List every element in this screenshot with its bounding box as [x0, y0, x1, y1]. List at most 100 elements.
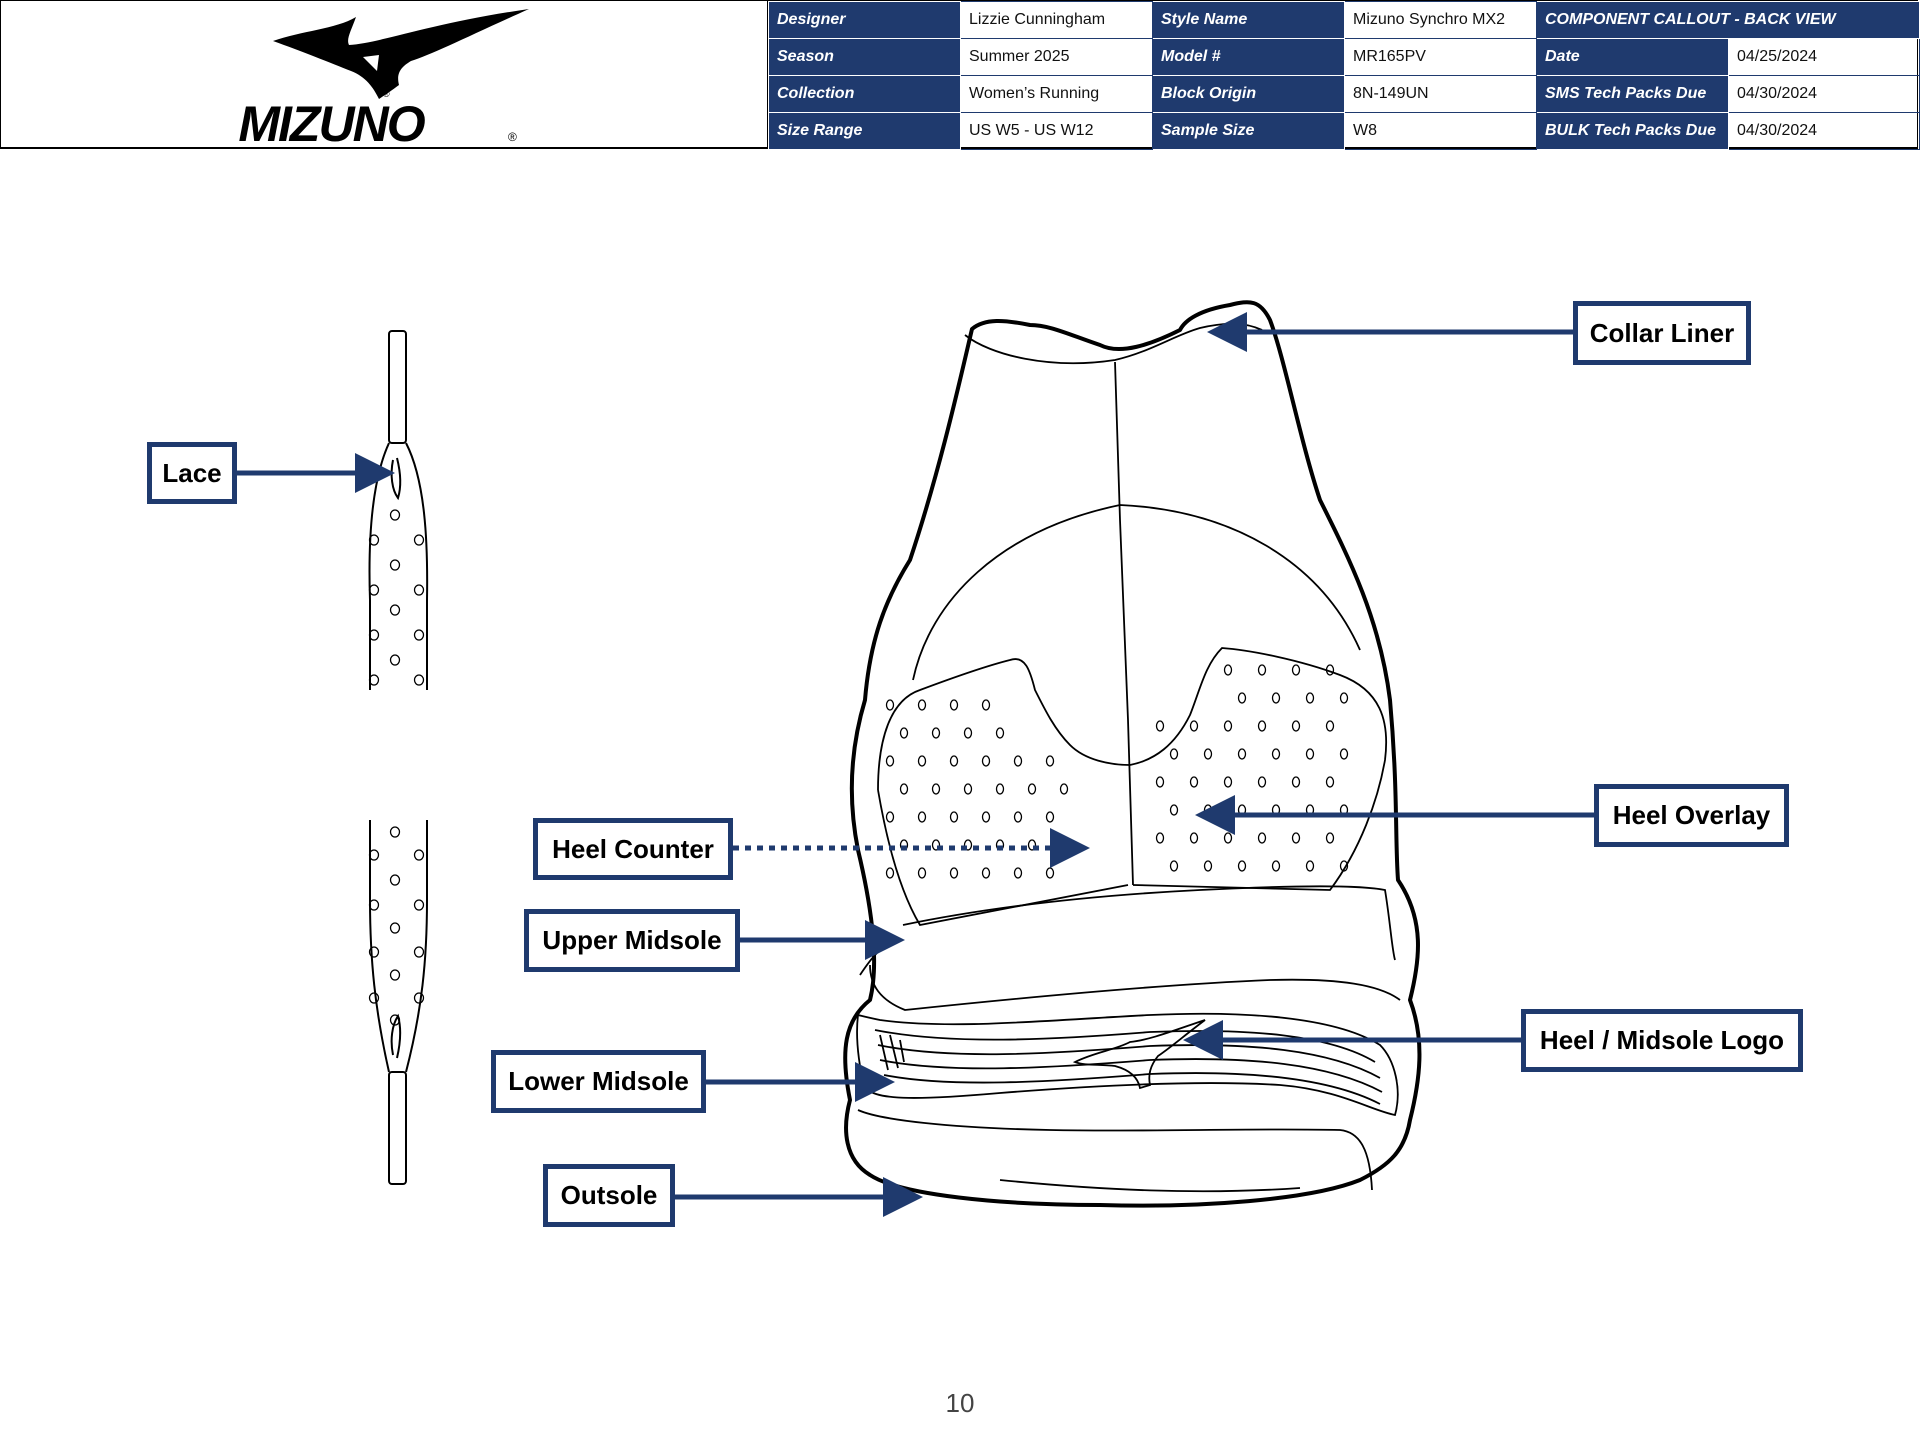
lace-eyelet: [413, 946, 425, 958]
model-label: Model #: [1152, 38, 1345, 76]
spec-row: Collection Women’s Running Block Origin …: [768, 75, 1920, 113]
lace-eyelet: [389, 509, 401, 521]
heel-perforation: [1291, 720, 1301, 732]
shoe-detail-lines: [856, 322, 1401, 1193]
heel-perforation: [1155, 832, 1165, 844]
heel-perforation: [1237, 692, 1247, 704]
heel-perforation: [1189, 776, 1199, 788]
spec-table: Designer Lizzie Cunningham Style Name Mi…: [768, 1, 1920, 150]
callout-collar-liner: Collar Liner: [1573, 301, 1751, 365]
spec-row: Size Range US W5 - US W12 Sample Size W8…: [768, 112, 1920, 150]
heel-perforation: [1223, 832, 1233, 844]
heel-perforation: [885, 867, 895, 879]
callout-upper-midsole: Upper Midsole: [524, 909, 740, 972]
heel-perforation: [885, 699, 895, 711]
heel-perforation: [1237, 748, 1247, 760]
svg-text:MIZUNO: MIZUNO: [238, 96, 425, 148]
heel-perforation: [981, 755, 991, 767]
svg-text:®: ®: [383, 89, 390, 99]
heel-perforation: [1013, 811, 1023, 823]
model-value: MR165PV: [1344, 38, 1537, 76]
style-name-label: Style Name: [1152, 1, 1345, 39]
heel-perforation: [885, 811, 895, 823]
callout-heel-overlay: Heel Overlay: [1594, 784, 1789, 847]
lace-eyelet: [413, 534, 425, 546]
heel-perforation: [1027, 839, 1037, 851]
date-label: Date: [1536, 38, 1729, 76]
season-value: Summer 2025: [960, 38, 1153, 76]
svg-text:®: ®: [508, 130, 517, 144]
heel-perforations: [885, 664, 1349, 879]
heel-perforation: [949, 699, 959, 711]
bulk-due-label: BULK Tech Packs Due: [1536, 112, 1729, 150]
spec-row: Season Summer 2025 Model # MR165PV Date …: [768, 38, 1920, 76]
heel-perforation: [917, 811, 927, 823]
heel-perforation: [1045, 811, 1055, 823]
lace-eyelet: [389, 604, 401, 616]
heel-perforation: [917, 755, 927, 767]
heel-perforation: [1291, 776, 1301, 788]
lace-eyelet: [413, 584, 425, 596]
mizuno-logo: ® MIZUNO ®: [238, 9, 529, 152]
lace-eyelet: [368, 674, 380, 686]
lace-eyelet: [368, 899, 380, 911]
lace-eyelet: [368, 849, 380, 861]
collection-label: Collection: [768, 75, 961, 113]
block-origin-value: 8N-149UN: [1344, 75, 1537, 113]
lace-drawing: [368, 330, 429, 1185]
callout-outsole: Outsole: [543, 1164, 675, 1227]
heel-perforation: [917, 699, 927, 711]
heel-perforation: [1271, 860, 1281, 872]
heel-perforation: [1203, 860, 1213, 872]
heel-perforation: [1291, 664, 1301, 676]
heel-perforation: [899, 727, 909, 739]
heel-perforation: [1339, 748, 1349, 760]
lace-eyelet: [368, 534, 380, 546]
callout-lower-midsole: Lower Midsole: [491, 1050, 706, 1113]
lace-eyelets: [368, 509, 425, 1026]
heel-perforation: [1155, 776, 1165, 788]
heel-perforation: [1045, 867, 1055, 879]
callout-lace: Lace: [147, 442, 237, 504]
page-number: 10: [945, 1388, 975, 1418]
heel-perforation: [949, 867, 959, 879]
shoe-outline: [843, 300, 1422, 1208]
heel-perforation: [995, 727, 1005, 739]
heel-perforation: [1257, 664, 1267, 676]
lace-eyelet: [413, 899, 425, 911]
callout-arrows: [236, 312, 1597, 1217]
size-range-label: Size Range: [768, 112, 961, 150]
heel-perforation: [949, 811, 959, 823]
heel-perforation: [1013, 867, 1023, 879]
heel-perforation: [1045, 755, 1055, 767]
lace-eyelet: [389, 559, 401, 571]
lace-eyelet: [389, 969, 401, 981]
lace-eyelet: [413, 629, 425, 641]
callout-heel-counter: Heel Counter: [533, 818, 733, 880]
heel-perforation: [1271, 692, 1281, 704]
heel-perforation: [1027, 783, 1037, 795]
lace-eyelet: [389, 1014, 401, 1026]
lace-eyelet: [413, 992, 425, 1004]
heel-perforation: [1271, 748, 1281, 760]
lace-eyelet: [389, 654, 401, 666]
date-value: 04/25/2024: [1728, 38, 1920, 76]
size-range-value: US W5 - US W12: [960, 112, 1153, 150]
heel-perforation: [963, 727, 973, 739]
block-origin-label: Block Origin: [1152, 75, 1345, 113]
heel-perforation: [981, 867, 991, 879]
heel-perforation: [1305, 860, 1315, 872]
heel-perforation: [1325, 720, 1335, 732]
sample-size-value: W8: [1344, 112, 1537, 150]
brand-logo-cell: ® MIZUNO ®: [1, 1, 768, 152]
lace-eyelet: [413, 849, 425, 861]
heel-perforation: [1325, 776, 1335, 788]
heel-perforation: [1223, 664, 1233, 676]
heel-perforation: [1339, 692, 1349, 704]
lace-eyelet: [413, 674, 425, 686]
heel-perforation: [1325, 664, 1335, 676]
heel-perforation: [931, 839, 941, 851]
heel-perforation: [963, 783, 973, 795]
lace-eyelet: [389, 826, 401, 838]
